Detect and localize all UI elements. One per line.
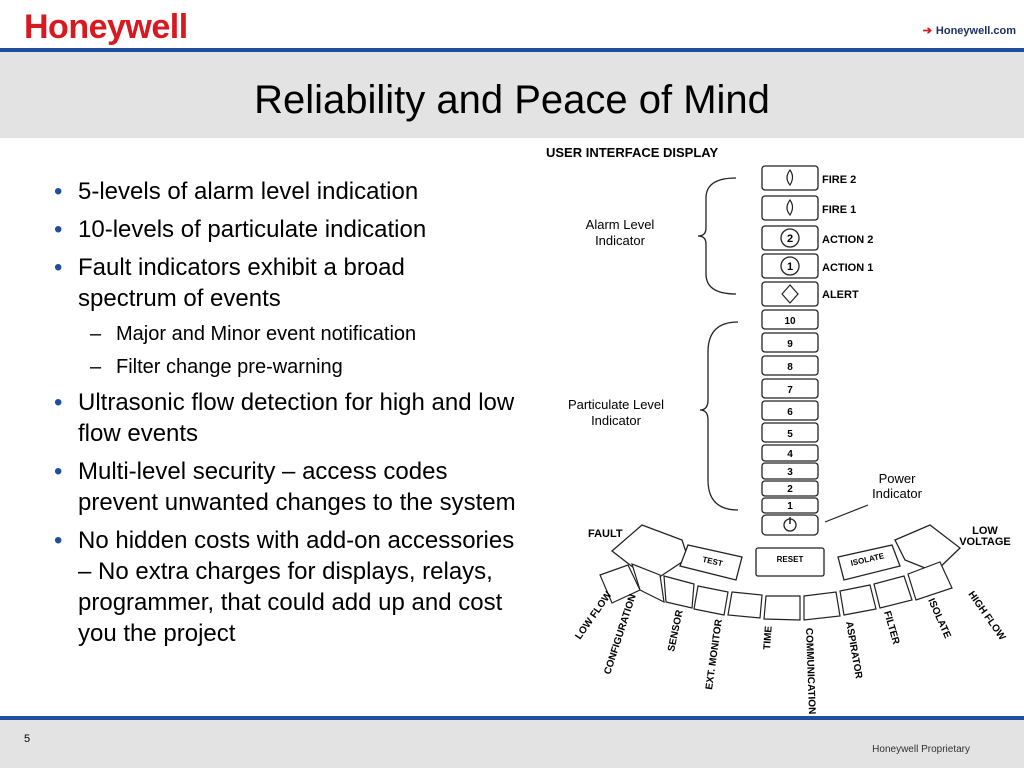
flame-icon [786, 168, 794, 187]
alarm-indicator-fire1 [761, 195, 819, 221]
alarm-label-fire1: FIRE 1 [822, 204, 856, 216]
bullet-item: Multi-level security – access codes prev… [54, 456, 528, 518]
honeywell-link-text: Honeywell.com [935, 25, 1016, 37]
particulate-label-5: 5 [787, 429, 793, 440]
bullet-item: 10-levels of particulate indication [54, 214, 544, 245]
alarm-label-fire2: FIRE 2 [822, 174, 856, 186]
alarm-level-label-2: Indicator [595, 233, 646, 248]
fault-label-high-flow: HIGH FLOW [966, 589, 1008, 643]
low-voltage-label-1: LOW [972, 525, 998, 537]
honeywell-logo: Honeywell [24, 8, 188, 46]
alarm-label-action1: ACTION 1 [822, 262, 873, 274]
header-rule [0, 48, 1024, 52]
bullet-item: Ultrasonic flow detection for high and l… [54, 387, 548, 449]
power-indicator-label-1: Power [879, 471, 917, 486]
particulate-label-1: 1 [787, 501, 793, 512]
fault-segment-communication [763, 595, 801, 621]
arrow-right-icon: ➔ [922, 25, 932, 37]
bullet-item: No hidden costs with add-on accessories … [54, 525, 523, 649]
fault-label-time: TIME [762, 625, 775, 650]
alarm-indicator-fire2 [761, 165, 819, 191]
fault-label-sensor: SENSOR [666, 608, 686, 652]
particulate-level-4 [761, 444, 819, 462]
flame-icon [786, 198, 794, 217]
title-band [0, 52, 1024, 138]
particulate-brace [699, 321, 739, 511]
action1-number: 1 [787, 261, 793, 273]
fault-segment-aspirator [803, 591, 841, 621]
action2-number: 2 [787, 233, 793, 245]
test-button[interactable] [679, 544, 743, 581]
sub-bullet-item: Filter change pre-warning [54, 354, 544, 381]
particulate-level-3 [761, 462, 819, 480]
reset-button-label: RESET [777, 555, 804, 564]
particulate-level-1 [761, 497, 819, 514]
particulate-level-2 [761, 480, 819, 497]
bullet-list: 5-levels of alarm level indication 10-le… [54, 176, 544, 656]
fault-label-isolate: ISOLATE [925, 597, 953, 641]
slide-title: Reliability and Peace of Mind [254, 78, 770, 122]
particulate-label-7: 7 [787, 385, 793, 396]
isolate-button[interactable] [837, 544, 901, 581]
fault-segment-ext-monitor [693, 585, 729, 616]
fault-segment-time [727, 591, 763, 619]
power-pointer-line [824, 504, 869, 523]
page-number: 5 [24, 733, 31, 745]
alarm-brace [697, 177, 737, 295]
power-indicator-led [761, 514, 819, 536]
diagram-title: USER INTERFACE DISPLAY [546, 145, 718, 160]
honeywell-link[interactable]: ➔Honeywell.com [923, 24, 1016, 37]
footer-band [0, 720, 1024, 768]
particulate-level-7 [761, 378, 819, 399]
bullet-item: 5-levels of alarm level indication [54, 176, 544, 207]
alarm-indicator-alert [761, 281, 819, 307]
alarm-level-label-1: Alarm Level [586, 217, 655, 232]
particulate-level-5 [761, 422, 819, 443]
bullet-item: Fault indicators exhibit a broad spectru… [54, 252, 478, 314]
proprietary-notice: Honeywell Proprietary [872, 744, 970, 755]
particulate-level-8 [761, 355, 819, 376]
particulate-label-8: 8 [787, 362, 793, 373]
particulate-label-2: 2 [787, 484, 793, 495]
low-voltage-indicator [894, 524, 961, 573]
particulate-label-9: 9 [787, 339, 793, 350]
fault-label: FAULT [588, 528, 623, 540]
particulate-level-6 [761, 400, 819, 421]
fault-segment-configuration [631, 562, 665, 604]
alarm-label-alert: ALERT [822, 289, 859, 301]
footer-rule [0, 716, 1024, 720]
power-indicator-label-2: Indicator [872, 486, 923, 501]
particulate-label-10: 10 [784, 316, 796, 327]
low-voltage-label-2: VOLTAGE [959, 536, 1011, 548]
fault-label-ext-monitor: EXT. MONITOR [704, 618, 725, 691]
particulate-level-10 [761, 309, 819, 330]
alarm-indicator-action1 [761, 253, 819, 279]
particulate-label-4: 4 [787, 449, 793, 460]
fault-segment-isolate [873, 575, 913, 609]
fault-segment-high-flow [907, 561, 953, 601]
particulate-level-label-1: Particulate Level [568, 397, 664, 412]
particulate-label-3: 3 [787, 467, 793, 478]
reset-button[interactable] [755, 547, 825, 577]
fault-label-filter: FILTER [881, 610, 901, 647]
alarm-label-action2: ACTION 2 [822, 234, 873, 246]
sub-bullet-item: Major and Minor event notification [54, 321, 544, 348]
fault-label-low-flow: LOW FLOW [573, 589, 614, 641]
fault-segment-sensor [663, 575, 695, 609]
fault-label-communication: COMMUNICATION [803, 628, 817, 715]
particulate-level-9 [761, 332, 819, 353]
particulate-level-label-2: Indicator [591, 413, 642, 428]
particulate-label-6: 6 [787, 407, 793, 418]
fault-segment-filter [839, 584, 877, 616]
action2-circle-icon [780, 228, 800, 248]
action1-circle-icon [780, 256, 800, 276]
alarm-indicator-action2 [761, 225, 819, 251]
fault-label-aspirator: ASPIRATOR [843, 621, 864, 681]
alert-diamond-icon [781, 284, 799, 304]
